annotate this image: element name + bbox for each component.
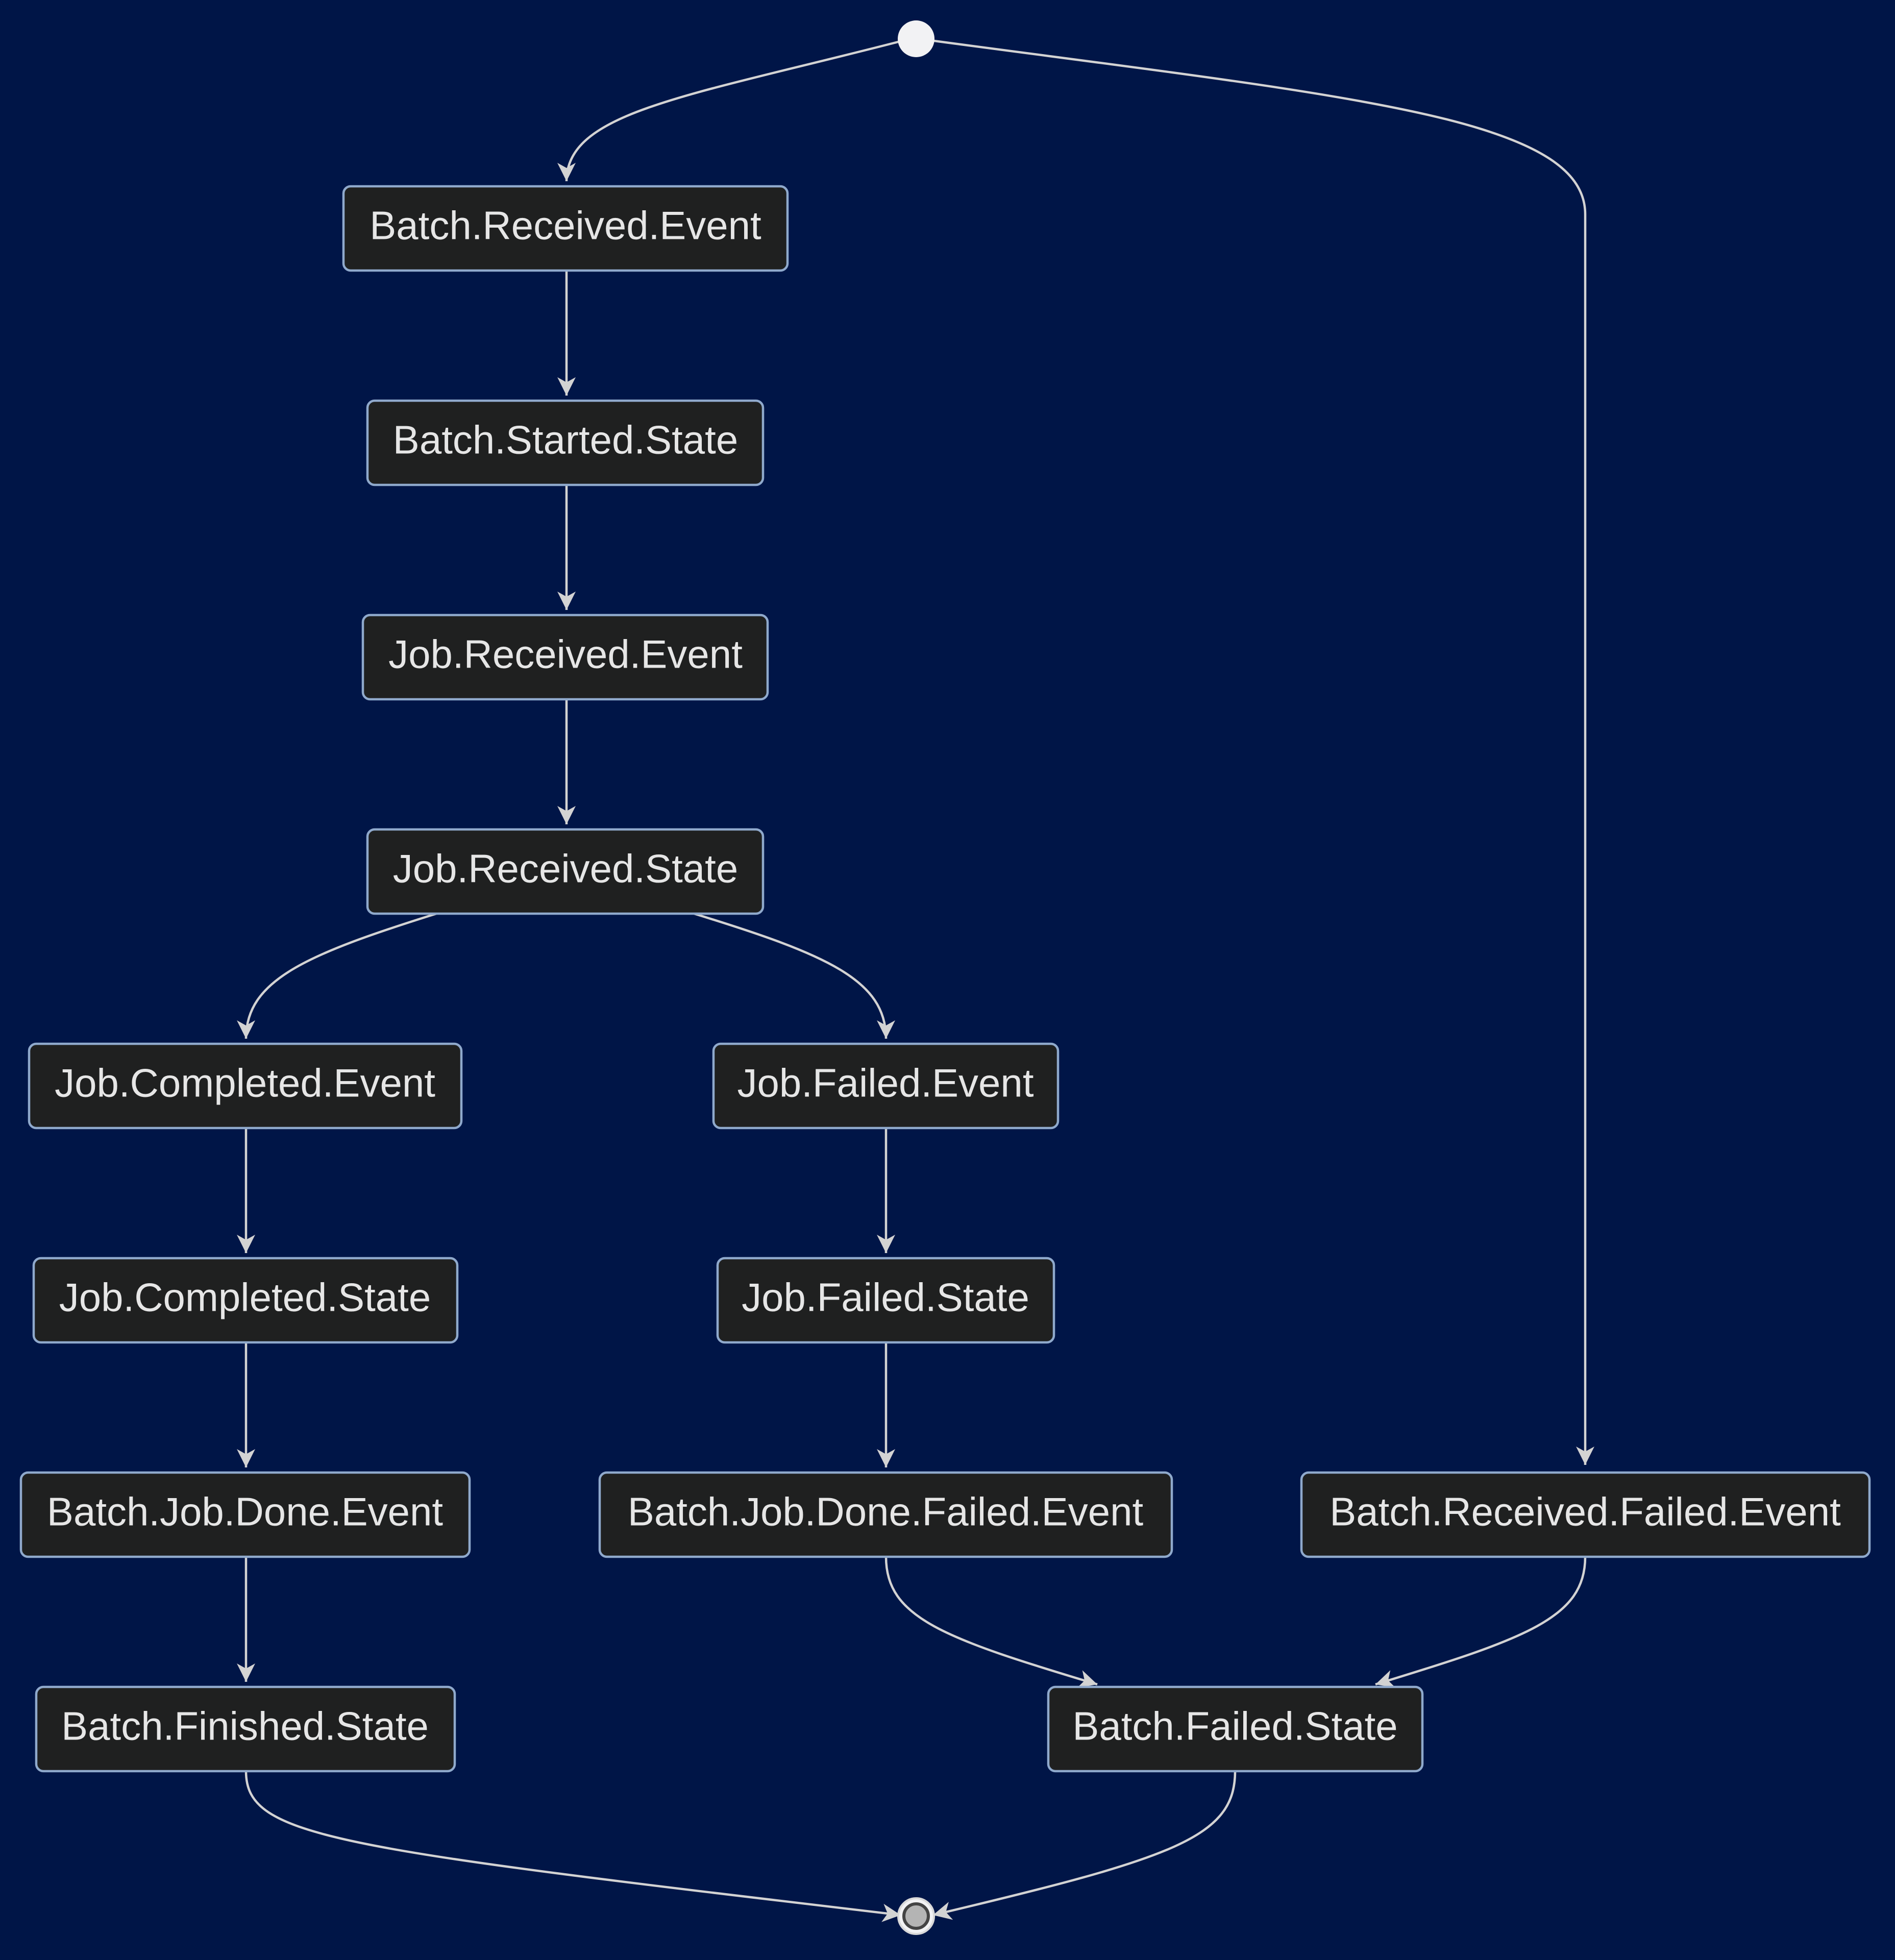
edge-start-to-batch-received-event [557, 40, 899, 182]
node-label: Job.Failed.Event [737, 1061, 1033, 1106]
state-node-job-failed-state: Job.Failed.State [716, 1257, 1055, 1344]
edge-job-received-state-to-job-completed-event [237, 912, 437, 1039]
state-node-batch-received-event: Batch.Received.Event [342, 185, 789, 272]
start-state-marker [898, 20, 934, 57]
node-label: Job.Completed.State [59, 1275, 431, 1320]
edge-batch-failed-state-to-end [932, 1771, 1237, 1920]
node-label: Batch.Job.Done.Event [47, 1489, 443, 1534]
edge-start-to-batch-received-failed-event [933, 39, 1594, 1465]
node-label: Job.Received.Event [388, 632, 743, 677]
node-label: Batch.Failed.State [1072, 1704, 1397, 1749]
state-node-job-completed-event: Job.Completed.Event [28, 1042, 463, 1130]
node-label: Batch.Received.Event [370, 203, 761, 248]
state-node-job-received-event: Job.Received.Event [361, 614, 769, 701]
edge-job-received-state-to-job-failed-event [694, 912, 895, 1039]
state-node-batch-job-done-failed-event: Batch.Job.Done.Failed.Event [598, 1471, 1173, 1558]
node-label: Batch.Started.State [393, 418, 738, 462]
node-label: Job.Completed.Event [55, 1061, 435, 1106]
node-label: Job.Received.State [393, 846, 738, 891]
edge-batch-finished-state-to-end [244, 1771, 901, 1922]
node-label: Batch.Received.Failed.Event [1330, 1489, 1841, 1534]
state-node-batch-finished-state: Batch.Finished.State [35, 1685, 456, 1773]
node-label: Batch.Finished.State [61, 1704, 429, 1749]
edge-batch-job-done-failed-event-to-batch-failed-state [884, 1556, 1098, 1688]
node-label: Batch.Job.Done.Failed.Event [628, 1489, 1144, 1534]
edge-batch-received-failed-event-to-batch-failed-state [1375, 1556, 1587, 1688]
state-node-batch-received-failed-event: Batch.Received.Failed.Event [1300, 1471, 1871, 1558]
state-node-batch-started-state: Batch.Started.State [366, 399, 765, 486]
end-state-marker [897, 1897, 935, 1935]
state-node-batch-job-done-event: Batch.Job.Done.Event [19, 1471, 471, 1558]
node-label: Job.Failed.State [742, 1275, 1029, 1320]
state-node-job-completed-state: Job.Completed.State [32, 1257, 459, 1344]
state-node-job-failed-event: Job.Failed.Event [712, 1042, 1060, 1130]
transition-edges [237, 39, 1594, 1922]
state-node-job-received-state: Job.Received.State [366, 828, 765, 915]
state-node-batch-failed-state: Batch.Failed.State [1047, 1685, 1424, 1773]
